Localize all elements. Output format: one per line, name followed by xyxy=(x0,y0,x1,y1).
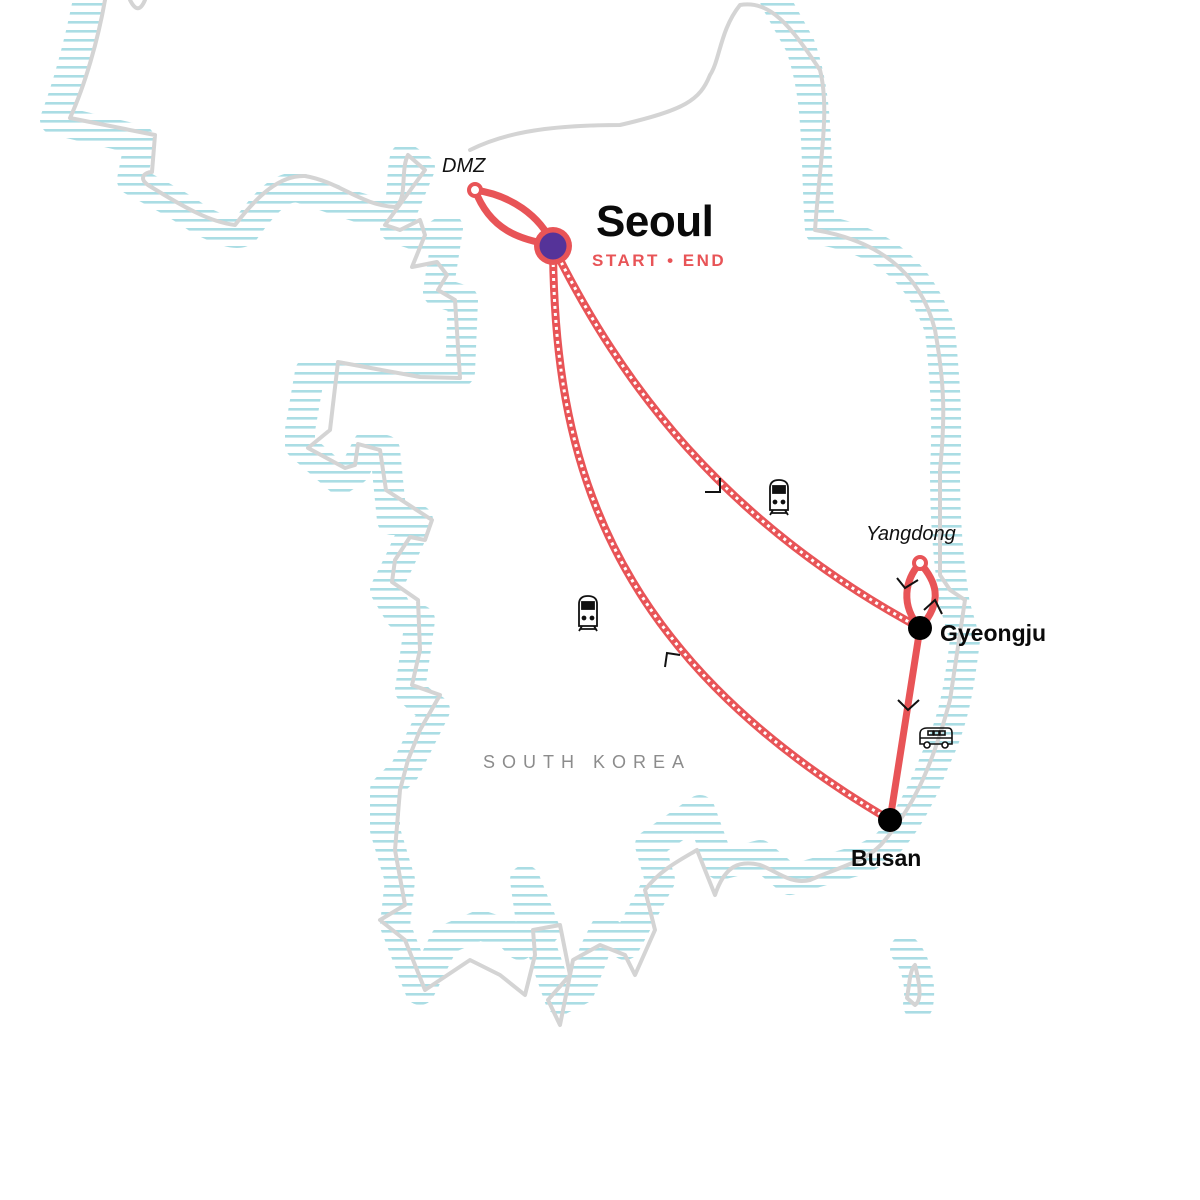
gyeongju-label: Gyeongju xyxy=(940,620,1047,646)
solid-legs xyxy=(469,185,939,824)
markers xyxy=(467,182,932,832)
country-label: SOUTH KOREA xyxy=(483,752,692,772)
seoul-start-end-tag: START • END xyxy=(592,251,727,270)
gyeongju-marker xyxy=(908,616,932,640)
dmz-marker xyxy=(467,182,483,198)
bus-icon xyxy=(919,727,953,749)
train-icon xyxy=(769,479,789,516)
seoul-label: Seoul xyxy=(596,197,714,246)
water-hatching xyxy=(40,0,980,1020)
train-icon xyxy=(578,595,598,632)
rail-seoul-gyeongju xyxy=(551,248,922,632)
busan-marker xyxy=(878,808,902,832)
busan-label: Busan xyxy=(851,845,922,871)
yangdong-marker xyxy=(912,555,928,571)
bus-leg-gyeongju-busan xyxy=(886,624,924,824)
rail-busan-seoul xyxy=(549,249,893,824)
yangdong-label: Yangdong xyxy=(866,523,956,545)
direction-arrows xyxy=(664,478,943,712)
coastline xyxy=(68,0,967,1027)
dmz-label: DMZ xyxy=(442,155,486,177)
